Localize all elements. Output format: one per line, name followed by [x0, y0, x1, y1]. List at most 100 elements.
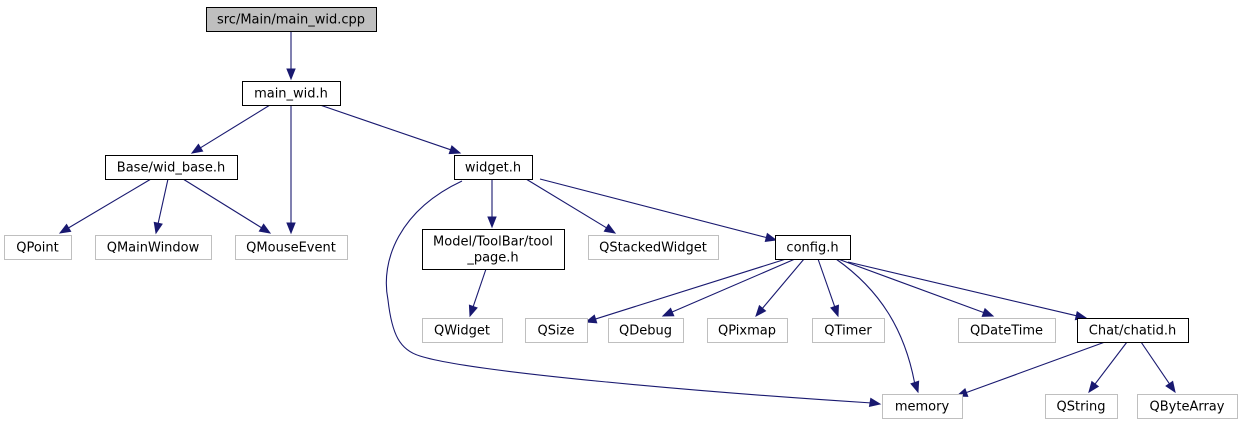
node-box — [958, 318, 1056, 343]
edge-chatid-h-to-QString-line — [1094, 341, 1128, 386]
node-box — [1137, 394, 1238, 419]
node-label: Model/ToolBar/tool — [433, 235, 553, 250]
edge-config-h-to-QTimer-line — [817, 258, 836, 308]
edge-widget-h-to-tool-page-h — [487, 179, 497, 229]
node-label: Chat/chatid.h — [1089, 324, 1176, 339]
edge-config-h-to-QDebug-line — [671, 258, 796, 313]
edge-widget-h-to-QStackedWidget-line — [525, 178, 608, 229]
edge-config-h-to-QDebug — [661, 258, 796, 317]
edge-wid-base-h-to-QPoint — [58, 178, 152, 234]
edge-main-wid-cpp-to-main-wid-h — [286, 31, 296, 81]
node-widget-h[interactable]: widget.h — [454, 155, 533, 180]
node-label: QWidget — [434, 324, 490, 339]
node-QMouseEvent: QMouseEvent — [235, 235, 348, 260]
node-label: Base/wid_base.h — [117, 161, 225, 176]
node-QPoint: QPoint — [4, 235, 72, 260]
edge-config-h-to-QSize — [584, 258, 787, 324]
edge-main-wid-h-to-widget-h-line — [319, 104, 452, 151]
node-config-h[interactable]: config.h — [775, 235, 851, 260]
node-QSize: QSize — [525, 318, 588, 343]
edge-widget-h-to-tool-page-h-arrowhead — [487, 216, 497, 229]
node-box — [4, 235, 72, 260]
node-label: src/Main/main_wid.cpp — [217, 13, 365, 28]
edge-widget-h-to-memory — [385, 180, 882, 407]
node-label: QTimer — [824, 324, 872, 339]
node-QTimer: QTimer — [812, 318, 885, 343]
edge-config-h-to-QTimer-arrowhead — [830, 304, 839, 318]
node-label: QPoint — [16, 241, 59, 256]
edge-wid-base-h-to-QMainWindow-line — [157, 178, 169, 225]
edge-wid-base-h-to-QMouseEvent-arrowhead — [258, 223, 272, 234]
edge-wid-base-h-to-QPoint-arrowhead — [58, 223, 72, 234]
node-label: _page.h — [466, 251, 518, 266]
node-box — [422, 318, 503, 343]
node-box — [1077, 318, 1189, 343]
edge-main-wid-cpp-to-main-wid-h-arrowhead — [286, 68, 296, 81]
node-label: QString — [1056, 400, 1105, 415]
node-main-wid-h[interactable]: main_wid.h — [242, 81, 341, 106]
node-label: QDebug — [619, 324, 672, 339]
node-tool-page-h[interactable]: Model/ToolBar/tool_page.h — [422, 229, 565, 270]
node-label: QMainWindow — [107, 241, 200, 256]
node-QDateTime: QDateTime — [958, 318, 1056, 343]
node-label: QStackedWidget — [599, 241, 707, 256]
node-label: config.h — [786, 241, 838, 256]
edge-main-wid-h-to-QMouseEvent-arrowhead — [286, 222, 296, 235]
node-label: QByteArray — [1150, 400, 1225, 415]
node-QString: QString — [1045, 394, 1118, 419]
node-box — [882, 394, 963, 419]
edge-wid-base-h-to-QMouseEvent-line — [182, 178, 263, 229]
node-label: QDateTime — [970, 324, 1043, 339]
edge-main-wid-h-to-wid-base-h — [190, 104, 271, 154]
edge-config-h-to-memory — [835, 258, 920, 394]
edge-config-h-to-QSize-arrowhead — [584, 314, 598, 324]
edge-wid-base-h-to-QMainWindow — [153, 178, 169, 235]
edge-chatid-h-to-QByteArray-line — [1140, 341, 1171, 385]
node-box — [1045, 394, 1118, 419]
edge-widget-h-to-QStackedWidget — [525, 178, 617, 234]
node-chatid-h[interactable]: Chat/chatid.h — [1077, 318, 1189, 343]
node-box — [608, 318, 684, 343]
node-box — [95, 235, 212, 260]
edge-config-h-to-chatid-h-line — [847, 261, 1078, 317]
edge-config-h-to-QSize-line — [594, 258, 787, 320]
edge-chatid-h-to-memory-line — [965, 341, 1106, 394]
edge-config-h-to-QDateTime — [837, 258, 995, 317]
nodes-layer: src/Main/main_wid.cpp main_wid.hBase/wid_… — [4, 7, 1238, 419]
edge-main-wid-h-to-widget-h — [319, 104, 462, 155]
edge-main-wid-h-to-widget-h-arrowhead — [448, 145, 462, 155]
edge-widget-h-to-memory-arrowhead — [868, 397, 882, 407]
edge-widget-h-to-config-h-line — [539, 178, 768, 239]
edge-config-h-to-QDateTime-line — [837, 258, 985, 314]
edge-chatid-h-to-QByteArray — [1140, 341, 1176, 394]
node-box — [422, 229, 565, 270]
edge-config-h-to-QPixmap — [755, 258, 805, 318]
node-QByteArray: QByteArray — [1137, 394, 1238, 419]
edge-wid-base-h-to-QMainWindow-arrowhead — [153, 221, 163, 235]
node-box — [812, 318, 885, 343]
edge-config-h-to-memory-line — [835, 258, 916, 386]
node-main-wid-cpp[interactable]: src/Main/main_wid.cpp — [206, 7, 377, 32]
edge-widget-h-to-config-h-arrowhead — [764, 232, 778, 242]
node-box — [105, 155, 238, 180]
edge-chatid-h-to-QByteArray-arrowhead — [1165, 380, 1176, 394]
node-label: QPixmap — [718, 324, 776, 339]
edge-config-h-to-QDateTime-arrowhead — [981, 307, 995, 317]
edge-wid-base-h-to-QPoint-line — [67, 178, 152, 229]
edge-config-h-to-chatid-h — [847, 261, 1088, 321]
node-memory: memory — [882, 394, 963, 419]
edge-chatid-h-to-QString — [1088, 341, 1128, 394]
node-label: QMouseEvent — [246, 241, 336, 256]
node-box — [454, 155, 533, 180]
node-box — [525, 318, 588, 343]
node-wid-base-h[interactable]: Base/wid_base.h — [105, 155, 238, 180]
node-box — [588, 235, 719, 260]
node-box — [775, 235, 851, 260]
edge-chatid-h-to-QString-arrowhead — [1088, 380, 1100, 394]
edge-widget-h-to-QStackedWidget-arrowhead — [603, 223, 617, 234]
edge-wid-base-h-to-QMouseEvent — [182, 178, 272, 234]
edge-main-wid-h-to-wid-base-h-line — [199, 104, 271, 149]
node-box — [242, 81, 341, 106]
edge-widget-h-to-config-h — [539, 178, 778, 242]
